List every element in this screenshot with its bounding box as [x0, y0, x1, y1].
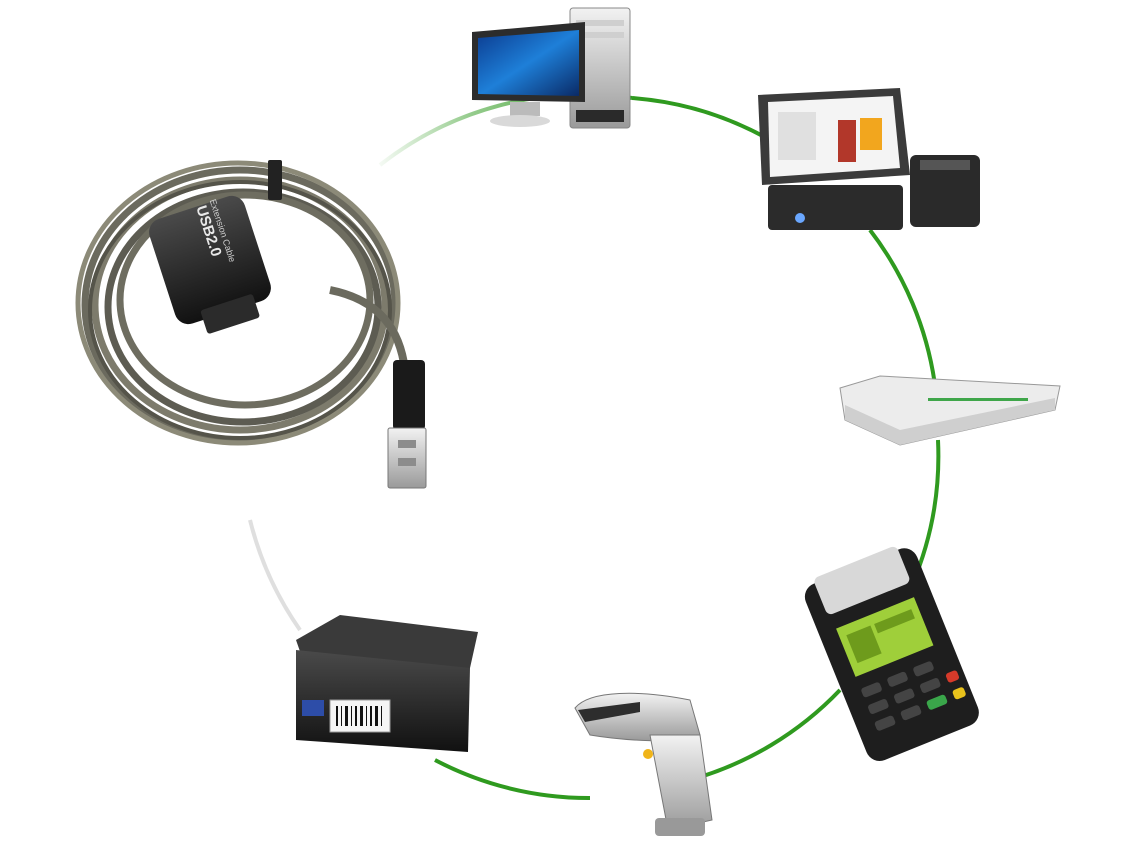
usb-a-plug	[387, 360, 427, 489]
label-printer-icon	[296, 615, 478, 752]
network-switch-icon	[839, 375, 1061, 446]
barcode-scanner-icon	[574, 692, 713, 836]
usb-extension-cable: USB2.0 Extension Cable	[75, 160, 427, 489]
extension-cable-housing: USB2.0 Extension Cable	[149, 195, 271, 334]
desktop-computer-icon	[472, 7, 631, 129]
pos-terminal-icon	[758, 88, 980, 230]
card-payment-terminal-icon	[804, 546, 979, 761]
